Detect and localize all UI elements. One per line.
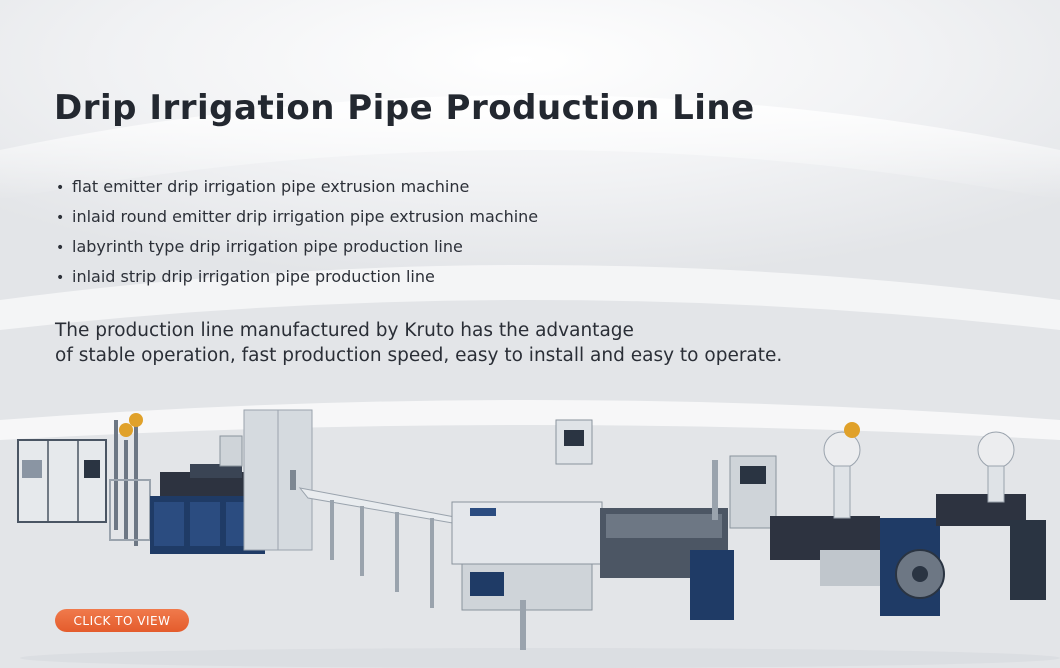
cooling-trough xyxy=(298,487,471,608)
bullet: • xyxy=(56,180,65,196)
extruder-2 xyxy=(770,422,892,586)
list-item: • flat emitter drip irrigation pipe extru… xyxy=(56,172,538,202)
winder-unit xyxy=(880,431,1046,616)
feature-text: labyrinth type drip irrigation pipe prod… xyxy=(72,237,463,256)
description-line: of stable operation, fast production spe… xyxy=(55,345,783,366)
bullet: • xyxy=(56,240,65,256)
control-cabinet xyxy=(243,409,313,551)
vacuum-tank xyxy=(451,419,603,650)
feature-list: • flat emitter drip irrigation pipe extru… xyxy=(56,172,538,292)
feature-text: flat emitter drip irrigation pipe extrus… xyxy=(72,177,470,196)
production-line-image xyxy=(17,409,1060,668)
bullet: • xyxy=(56,210,65,226)
list-item: • inlaid strip drip irrigation pipe produ… xyxy=(56,262,538,292)
enclosure-unit xyxy=(17,439,107,523)
description-line: The production line manufactured by Krut… xyxy=(55,320,634,341)
page-title: Drip Irrigation Pipe Production Line xyxy=(54,88,755,128)
reel-stands xyxy=(109,413,151,546)
description: The production line manufactured by Krut… xyxy=(55,318,782,368)
list-item: • labyrinth type drip irrigation pipe pro… xyxy=(56,232,538,262)
click-to-view-button[interactable]: CLICK TO VIEW xyxy=(55,609,189,632)
feature-text: inlaid strip drip irrigation pipe produc… xyxy=(72,267,435,286)
feature-text: inlaid round emitter drip irrigation pip… xyxy=(72,207,539,226)
list-item: • inlaid round emitter drip irrigation pi… xyxy=(56,202,538,232)
bullet: • xyxy=(56,270,65,286)
haul-off-unit xyxy=(600,455,777,620)
